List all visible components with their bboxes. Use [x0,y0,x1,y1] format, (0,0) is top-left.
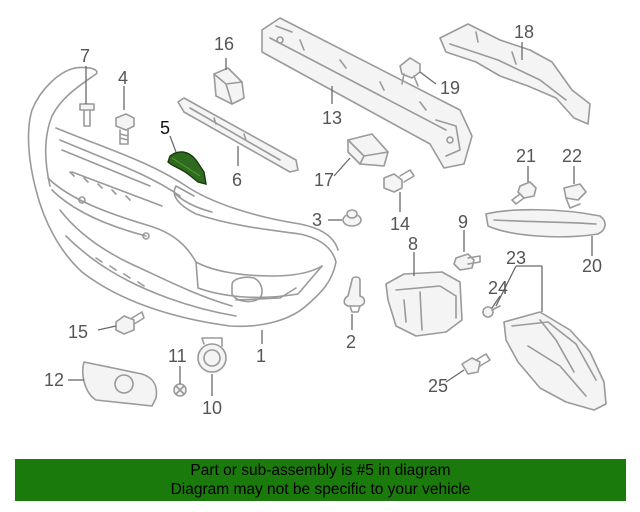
part-21-screw [511,181,537,205]
part-25-screw [461,353,491,375]
part-7-stud [79,103,95,127]
callout-3: 3 [312,210,322,230]
part-13-reinforcement [261,17,473,169]
part-3-grommet [342,209,362,227]
part-6-upper-bracket [177,97,299,173]
callout-24: 24 [488,278,508,298]
part-23-lamp-assembly [503,311,607,411]
callout-10: 10 [202,398,222,418]
part-19-clip [399,57,421,87]
callout-16: 16 [214,34,234,54]
callout-11: 11 [168,346,187,366]
callout-12: 12 [44,370,64,390]
callout-4: 4 [118,68,128,88]
part-15-bolt [115,311,145,335]
callout-1: 1 [256,346,266,366]
callout-14: 14 [390,214,410,234]
part-2-clip [343,276,366,313]
callout-19: 19 [440,78,460,98]
part-5-bracket-highlighted [167,151,207,185]
callout-13: 13 [322,108,342,128]
callout-20: 20 [582,256,602,276]
callout-labels: 1 2 3 4 5 6 7 8 9 10 11 12 13 14 15 16 1… [44,22,602,418]
part-10-fog-lamp [197,337,227,373]
part-12-fog-bezel [81,361,158,407]
part-11-screw [173,383,187,397]
callout-9: 9 [458,212,468,232]
callout-23: 23 [506,248,526,268]
leader-lines [68,42,593,396]
callout-2: 2 [346,332,356,352]
callout-17: 17 [314,170,334,190]
part-9-bolt [453,253,481,271]
callout-18: 18 [514,22,534,42]
part-17-bracket [347,133,389,167]
part-4-bolt [115,113,135,145]
callout-15: 15 [68,322,88,342]
part-1-bumper-cover [27,66,339,328]
callout-7: 7 [80,46,90,66]
callout-22: 22 [562,146,582,166]
banner-line-disclaimer: Diagram may not be specific to your vehi… [170,481,471,498]
part-24-screw [482,305,501,318]
part-14-bolt [383,169,415,193]
callout-6: 6 [232,170,242,190]
info-banner: Part or sub-assembly is #5 in diagram Di… [15,459,626,501]
part-20-side-trim [485,208,606,238]
callout-21: 21 [516,146,536,166]
callout-5: 5 [160,118,170,138]
part-16-pad [213,67,245,105]
part-8-side-bracket [385,271,463,337]
part-22-clip [563,183,587,209]
callout-25: 25 [428,376,448,396]
parts-diagram: 1 2 3 4 5 6 7 8 9 10 11 12 13 14 15 16 1… [27,17,607,418]
part-18-bracket [439,23,591,125]
callout-8: 8 [408,234,418,254]
banner-line-part-info: Part or sub-assembly is #5 in diagram [190,462,451,479]
